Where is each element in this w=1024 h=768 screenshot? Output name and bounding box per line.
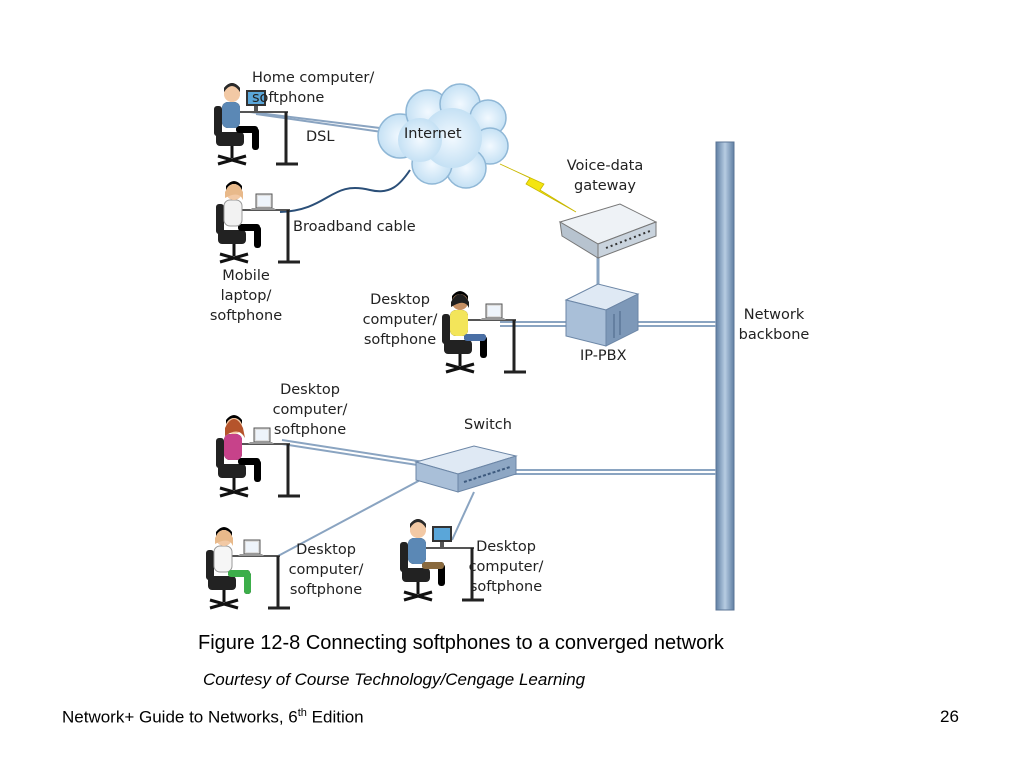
- home-computer-workstation-icon: [212, 81, 300, 166]
- footer-title-prefix: Network+ Guide to Networks, 6: [62, 707, 298, 727]
- figure-credit: Courtesy of Course Technology/Cengage Le…: [203, 670, 586, 689]
- label-desktop-pbx: Desktop computer/ softphone: [362, 292, 438, 348]
- footer-book-title: Network+ Guide to Networks, 6th Edition: [62, 707, 364, 728]
- page-number: 26: [940, 707, 959, 726]
- connection-lines: [249, 111, 716, 557]
- figure-caption: Figure 12-8 Connecting softphones to a c…: [198, 632, 724, 654]
- label-home-computer: Home computer/ softphone: [252, 70, 375, 106]
- footer-title-suffix: Edition: [306, 707, 364, 727]
- label-desktop-bottom-left: Desktop computer/ softphone: [288, 542, 364, 598]
- label-internet: Internet: [404, 126, 462, 142]
- internet-cloud-icon: [377, 83, 509, 189]
- label-network-backbone: Network backbone: [738, 307, 810, 343]
- ip-pbx-icon: [564, 283, 640, 347]
- desktop-bottom-left-workstation-icon: [204, 525, 292, 610]
- voice-data-gateway-icon: [558, 203, 658, 259]
- switch-icon: [414, 445, 518, 493]
- footer-title-sup: th: [297, 707, 307, 719]
- label-desktop-bottom-right: Desktop computer/ softphone: [468, 539, 544, 595]
- label-mobile-laptop: Mobile laptop/ softphone: [209, 268, 283, 324]
- label-broadband-cable: Broadband cable: [293, 219, 416, 235]
- mobile-laptop-workstation-icon: [214, 179, 302, 264]
- label-voice-data-gateway: Voice-data gateway: [566, 158, 644, 194]
- label-desktop-switch-top: Desktop computer/ softphone: [272, 382, 348, 438]
- desktop-bottom-right-workstation-icon: [398, 517, 486, 602]
- label-dsl: DSL: [306, 129, 335, 145]
- desktop-pbx-workstation-icon: [440, 289, 528, 374]
- label-ip-pbx: IP-PBX: [580, 348, 627, 364]
- desktop-switch-top-workstation-icon: [214, 413, 302, 498]
- lightning-icon: [499, 163, 577, 213]
- network-backbone-pipe: [715, 141, 735, 611]
- label-switch: Switch: [464, 417, 512, 433]
